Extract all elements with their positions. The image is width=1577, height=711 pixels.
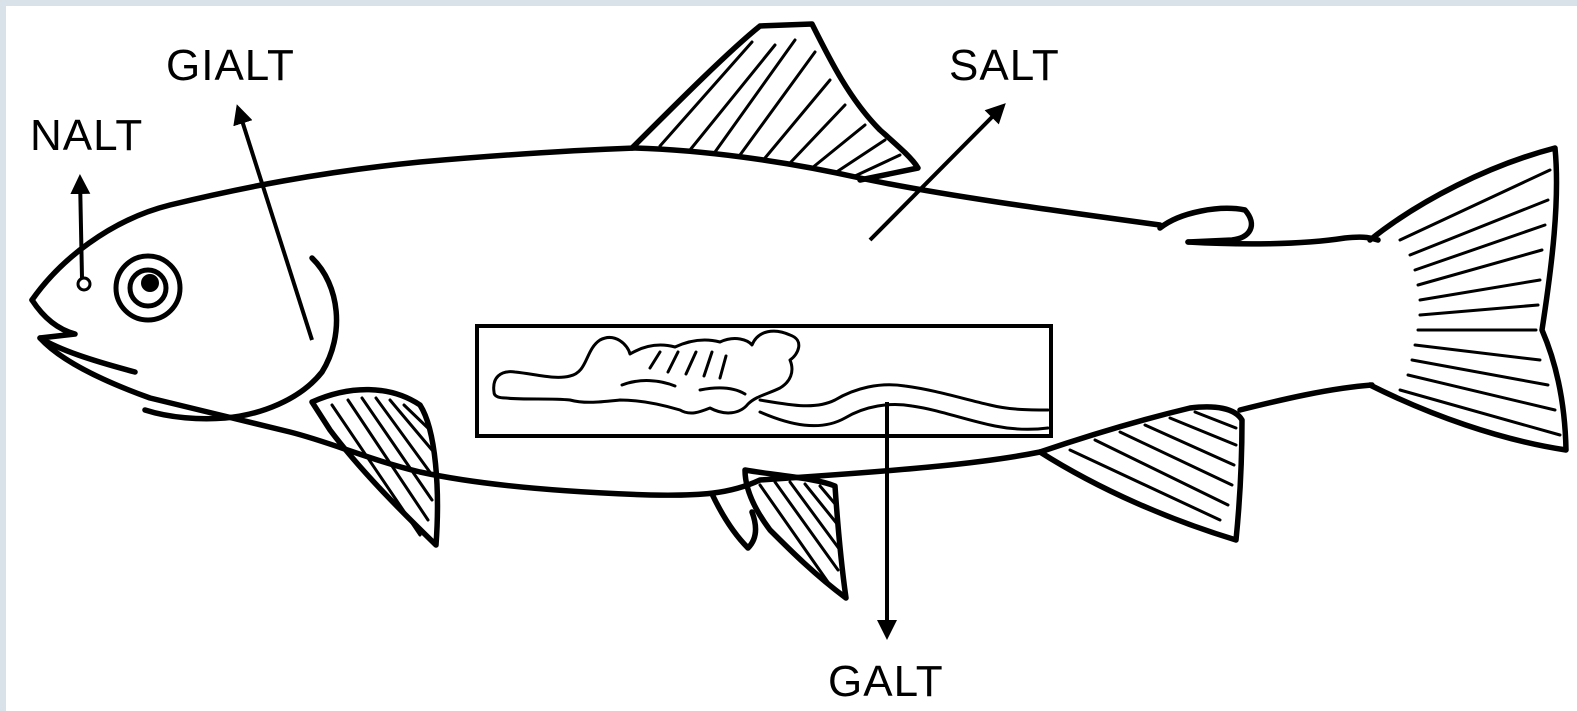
label-salt: SALT xyxy=(949,44,1060,88)
fish-illustration xyxy=(6,6,1577,711)
label-nalt: NALT xyxy=(30,114,143,158)
fish-body xyxy=(32,148,1378,495)
caudal-fin xyxy=(1370,148,1566,450)
pectoral-fin xyxy=(312,390,437,545)
diagram-canvas: NALT GIALT SALT GALT xyxy=(6,6,1577,711)
dorsal-fin xyxy=(632,24,918,180)
ventral-lobe xyxy=(712,494,755,548)
eye-icon xyxy=(116,256,180,320)
label-gialt: GIALT xyxy=(166,44,295,88)
nalt-arrow xyxy=(80,178,82,278)
gialt-arrow xyxy=(238,108,312,340)
intestine-drawing xyxy=(494,331,1048,429)
adipose-fin xyxy=(1160,208,1251,242)
pelvic-fin xyxy=(745,470,846,598)
nostril xyxy=(78,278,90,290)
label-galt: GALT xyxy=(828,660,944,704)
anal-fin xyxy=(1040,407,1242,540)
